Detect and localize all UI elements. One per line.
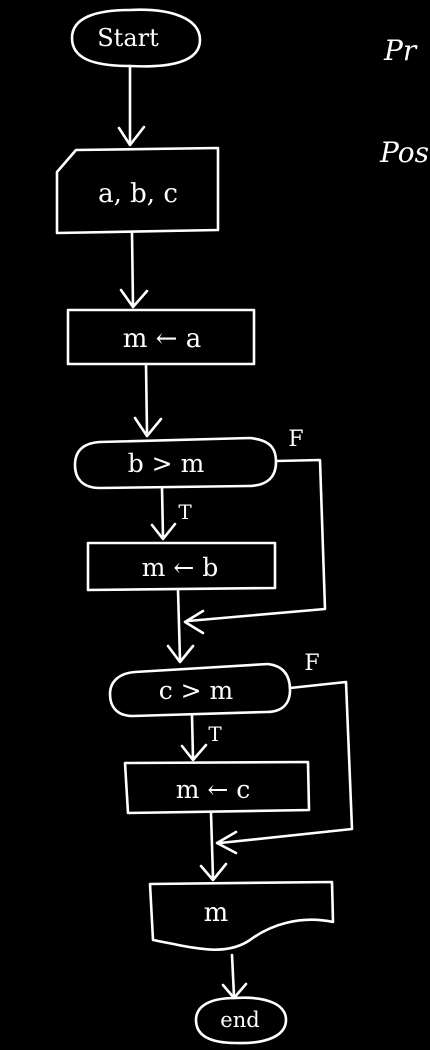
arrow-assign-a-to-cond-b	[133, 362, 163, 438]
assign-a-node: m ← a	[66, 308, 256, 366]
cond-b-node: b > m	[73, 436, 278, 490]
end-label: end	[220, 1008, 259, 1032]
output-label: m	[204, 898, 229, 928]
pre-note: Pr	[383, 34, 418, 67]
arrow-cond-b-false	[183, 458, 327, 635]
assign-b-label: m ← b	[142, 553, 219, 582]
start-node: Start	[70, 8, 202, 68]
assign-c-node: m ← c	[123, 760, 311, 815]
input-label: a, b, c	[98, 179, 178, 209]
cond-c-label: c > m	[159, 676, 234, 705]
arrow-assign-c-to-output	[199, 811, 228, 882]
cond-b-label: b > m	[128, 449, 205, 478]
assign-c-label: m ← c	[176, 775, 251, 804]
arrow-input-to-assign-a	[119, 231, 149, 309]
arrow-output-to-end	[221, 953, 248, 1000]
cond-c-true-label: T	[208, 722, 222, 746]
arrow-assign-b-to-cond-c	[166, 588, 195, 664]
cond-b-true-label: T	[178, 500, 192, 524]
start-label: Start	[97, 24, 159, 52]
arrow-start-to-input	[117, 64, 146, 147]
post-note: Pos	[379, 136, 429, 169]
cond-c-false-label: F	[304, 651, 319, 676]
cond-c-node: c > m	[108, 662, 292, 718]
output-node: m	[148, 880, 335, 951]
input-node: a, b, c	[55, 146, 220, 235]
assign-b-node: m ← b	[86, 541, 277, 592]
end-node: end	[194, 996, 288, 1045]
arrow-cond-c-false	[215, 680, 354, 855]
arrow-cond-c-true	[180, 714, 208, 762]
cond-b-false-label: F	[288, 427, 303, 452]
assign-a-label: m ← a	[123, 324, 201, 354]
arrow-cond-b-true	[150, 486, 177, 541]
